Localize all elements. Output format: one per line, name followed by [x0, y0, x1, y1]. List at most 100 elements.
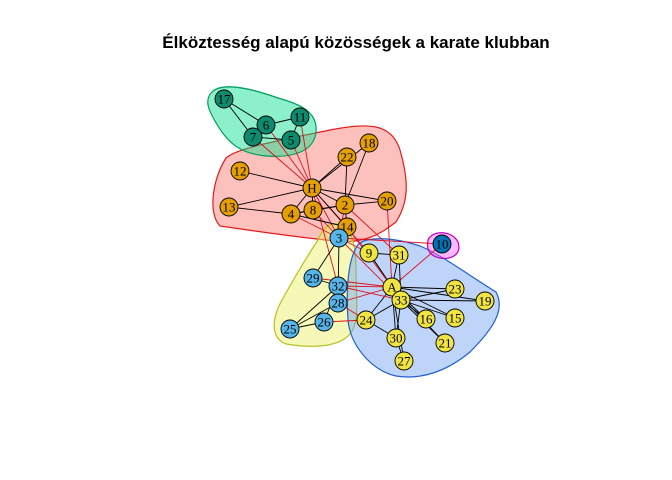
- node-circle: [359, 133, 379, 153]
- node-circle: [290, 107, 310, 127]
- node-label: 3: [336, 231, 343, 246]
- node-22[interactable]: 22: [337, 147, 357, 167]
- node-circle: [256, 115, 276, 135]
- node-circle: [382, 277, 402, 297]
- node-30[interactable]: 30: [386, 328, 406, 348]
- node-label: 26: [318, 315, 332, 330]
- node-circle: [281, 130, 301, 150]
- node-16[interactable]: 16: [416, 309, 436, 329]
- node-circle: [230, 161, 250, 181]
- node-label: 24: [360, 313, 374, 328]
- node-5[interactable]: 5: [281, 130, 301, 150]
- plot-title: Élköztesség alapú közösségek a karate kl…: [162, 33, 549, 52]
- node-circle: [302, 178, 322, 198]
- node-label: 13: [223, 200, 236, 215]
- node-6[interactable]: 6: [256, 115, 276, 135]
- node-label: 11: [294, 110, 307, 125]
- node-label: 33: [395, 293, 408, 308]
- edge-20-A: [386, 200, 393, 288]
- node-28[interactable]: 28: [328, 293, 348, 313]
- node-9[interactable]: 9: [359, 243, 379, 263]
- node-circle: [377, 191, 397, 211]
- node-label: 28: [332, 296, 345, 311]
- node-29[interactable]: 29: [303, 268, 323, 288]
- node-17[interactable]: 17: [214, 89, 234, 109]
- node-circle: [445, 279, 465, 299]
- node-label: 27: [398, 354, 412, 369]
- node-label: 12: [234, 164, 247, 179]
- node-circle: [359, 243, 379, 263]
- node-circle: [386, 328, 406, 348]
- node-23[interactable]: 23: [445, 279, 465, 299]
- node-label: 8: [310, 203, 317, 218]
- node-label: H: [307, 181, 316, 196]
- node-circle: [394, 351, 414, 371]
- node-8[interactable]: 8: [303, 200, 323, 220]
- node-11[interactable]: 11: [290, 107, 310, 127]
- node-circle: [243, 127, 263, 147]
- edge-23-A: [391, 286, 456, 290]
- node-label: 2: [342, 198, 349, 213]
- node-label: 30: [390, 331, 403, 346]
- node-label: 23: [449, 282, 462, 297]
- node-circle: [335, 195, 355, 215]
- node-H[interactable]: H: [302, 178, 322, 198]
- node-18[interactable]: 18: [359, 133, 379, 153]
- node-7[interactable]: 7: [243, 127, 263, 147]
- node-circle: [303, 268, 323, 288]
- node-circle: [416, 309, 436, 329]
- node-label: 18: [363, 136, 376, 151]
- node-circle: [303, 200, 323, 220]
- node-26[interactable]: 26: [314, 312, 334, 332]
- edge-19-A: [391, 286, 486, 302]
- edge-H-3: [311, 187, 340, 239]
- edge-H-6: [265, 124, 313, 189]
- edge-29-A: [312, 277, 393, 288]
- node-2[interactable]: 2: [335, 195, 355, 215]
- node-24[interactable]: 24: [356, 310, 376, 330]
- node-3[interactable]: 3: [329, 228, 349, 248]
- node-10[interactable]: 10: [432, 234, 452, 254]
- node-label: 25: [284, 322, 297, 337]
- node-21[interactable]: 21: [435, 333, 455, 353]
- node-circle: [214, 89, 234, 109]
- node-label: 31: [393, 248, 406, 263]
- node-circle: [356, 310, 376, 330]
- node-label: 19: [479, 294, 492, 309]
- node-15[interactable]: 15: [445, 308, 465, 328]
- node-circle: [337, 147, 357, 167]
- node-25[interactable]: 25: [280, 319, 300, 339]
- edge-19-33: [400, 299, 486, 302]
- node-circle: [314, 312, 334, 332]
- node-label: 21: [439, 336, 452, 351]
- node-circle: [475, 291, 495, 311]
- node-4[interactable]: 4: [281, 204, 301, 224]
- node-31[interactable]: 31: [389, 245, 409, 265]
- node-19[interactable]: 19: [475, 291, 495, 311]
- edge-4-13: [228, 206, 292, 215]
- node-20[interactable]: 20: [377, 191, 397, 211]
- node-33[interactable]: 33: [391, 290, 411, 310]
- node-13[interactable]: 13: [219, 197, 239, 217]
- edge-H-18: [311, 142, 370, 189]
- node-label: A: [387, 280, 397, 295]
- node-A[interactable]: A: [382, 277, 402, 297]
- edge-2-18: [344, 142, 370, 206]
- node-12[interactable]: 12: [230, 161, 250, 181]
- node-27[interactable]: 27: [394, 351, 414, 371]
- edge-H-12: [239, 170, 313, 189]
- node-circle: [391, 290, 411, 310]
- edge-4-14: [290, 213, 348, 228]
- edge-25-32: [289, 285, 339, 330]
- node-label: 6: [263, 118, 270, 133]
- node-label: 15: [449, 311, 462, 326]
- node-label: 20: [381, 194, 394, 209]
- edge-H-13: [228, 187, 313, 208]
- node-label: 17: [218, 92, 232, 107]
- node-label: 32: [332, 279, 345, 294]
- node-circle: [445, 308, 465, 328]
- node-circle: [389, 245, 409, 265]
- node-32[interactable]: 32: [328, 276, 348, 296]
